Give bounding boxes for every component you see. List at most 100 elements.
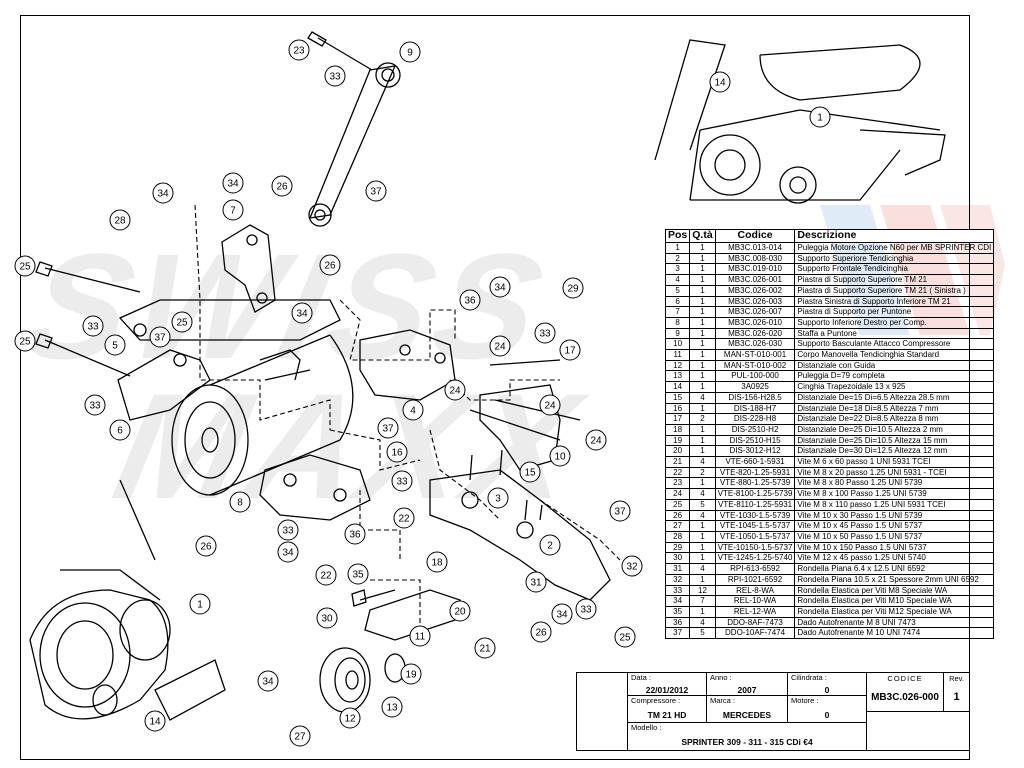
callout-circle — [229, 491, 251, 513]
tb-code-cell: CODICE MB3C.026-000 — [866, 672, 944, 712]
cell-codice: PUL-100-000 — [714, 370, 796, 383]
cell-codice: VTE-8110-1.25-5931 — [714, 498, 796, 511]
cell-descrizione: Dado Autofrenante M 8 UNI 7473 — [794, 616, 995, 629]
cell-pos: 9 — [664, 327, 691, 340]
callout-label: 2 — [547, 541, 553, 552]
cell-codice: VTE-10150-1.5-5737 — [714, 541, 796, 554]
callout-label: 34 — [227, 179, 239, 190]
cell-codice: 3A0925 — [714, 381, 796, 393]
cell-codice: MAN-ST-010-002 — [714, 359, 796, 372]
callout-17: 17 — [559, 339, 581, 361]
cell-descrizione: Distanziale con Guida — [794, 359, 995, 372]
callout-label: 8 — [237, 498, 243, 509]
callout-label: 5 — [112, 341, 118, 352]
callout-circle — [487, 487, 509, 509]
callout-circle — [109, 419, 131, 441]
tb-displacement-label: Cilindrata : — [791, 673, 827, 682]
cell-qta: 1 — [689, 316, 716, 329]
cell-qta: 1 — [689, 242, 716, 254]
cell-pos: 37 — [664, 627, 691, 640]
callout-circle — [474, 637, 496, 659]
cell-codice: MB3C.026-003 — [714, 295, 796, 308]
lower-support-8 — [259, 454, 371, 521]
callout-circle — [489, 335, 511, 357]
tb-brand-cell: Marca : MERCEDES — [706, 695, 788, 723]
callout-label: 29 — [567, 284, 579, 295]
callout-circle — [391, 470, 413, 492]
callout-label: 4 — [410, 406, 416, 417]
cell-descrizione: Rondella Piana 6.4 x 12.5 UNI 6592 — [794, 563, 995, 575]
callout-circle — [377, 417, 399, 439]
cell-qta: 1 — [689, 477, 716, 490]
cell-pos: 13 — [664, 370, 691, 383]
cell-codice: DIS-156-H28.5 — [714, 391, 796, 404]
callout-circle — [585, 429, 607, 451]
cell-descrizione: Supporto Frontale Tendicinghia — [794, 263, 995, 276]
callout-label: 34 — [157, 189, 169, 200]
cell-descrizione: Rondella Elastica per Viti M12 Speciale … — [794, 605, 995, 618]
callout-label: 24 — [494, 342, 506, 353]
tb-model-value: SPRINTER 309 - 311 - 315 CDi €4 — [681, 737, 813, 747]
tb-brand-value: MERCEDES — [722, 710, 772, 720]
engine-pulley — [29, 589, 169, 720]
cell-qta: 5 — [689, 627, 716, 640]
callout-label: 20 — [454, 607, 466, 618]
callout-circle — [144, 710, 166, 732]
callout-33: 33 — [82, 315, 104, 337]
cell-pos: 28 — [664, 530, 691, 543]
cell-codice: MAN-ST-010-001 — [714, 349, 796, 361]
callout-circle — [489, 276, 511, 298]
callout-6: 6 — [109, 419, 131, 441]
callout-label: 32 — [626, 562, 638, 573]
title-block: Data : 22/01/2012 Anno : 2007 Cilindrata… — [576, 672, 970, 751]
cell-qta: 1 — [689, 306, 716, 318]
callout-circle — [195, 535, 217, 557]
callout-circle — [271, 175, 293, 197]
callout-label: 19 — [405, 670, 417, 681]
cell-qta: 4 — [689, 563, 716, 575]
cell-qta: 1 — [689, 530, 716, 543]
callout-3: 3 — [487, 487, 509, 509]
cell-descrizione: Vite M 10 x 30 Passo 1.5 UNI 5739 — [794, 509, 995, 522]
callout-circle — [549, 445, 571, 467]
callout-label: 34 — [296, 309, 308, 320]
plate-lower — [117, 349, 211, 421]
cell-qta: 5 — [689, 498, 716, 511]
callout-35: 35 — [347, 563, 369, 585]
callout-22: 22 — [393, 507, 415, 529]
callout-circle — [347, 563, 369, 585]
callout-label: 34 — [262, 677, 274, 688]
cell-descrizione: Puleggia Motore Opzione N60 per MB SPRIN… — [794, 242, 995, 254]
cell-codice: MB3C.026-001 — [714, 274, 796, 286]
callout-label: 17 — [564, 346, 576, 357]
callout-label: 15 — [524, 468, 536, 479]
callout-label: 22 — [320, 571, 332, 582]
cell-codice: RPI-1021-6592 — [714, 573, 796, 586]
cell-pos: 23 — [664, 477, 691, 490]
callout-circle — [316, 607, 338, 629]
cell-pos: 15 — [664, 391, 691, 404]
cell-descrizione: Supporto Basculante Attacco Compressore — [794, 338, 995, 351]
cell-qta: 1 — [689, 349, 716, 361]
callout-circle — [222, 172, 244, 194]
callout-25: 25 — [14, 330, 36, 352]
callout-label: 14 — [714, 78, 726, 89]
callout-34: 34 — [222, 172, 244, 194]
cell-qta: 1 — [689, 274, 716, 286]
callout-37: 37 — [149, 326, 171, 348]
cell-pos: 32 — [664, 573, 691, 586]
cell-descrizione: Supporto Superiore Tendicinghia — [794, 252, 995, 265]
callout-circle — [171, 311, 193, 333]
cell-qta: 4 — [689, 509, 716, 522]
cell-codice: MB3C.026-020 — [714, 327, 796, 340]
cell-qta: 2 — [689, 413, 716, 425]
tb-brand-label: Marca : — [710, 696, 736, 705]
cell-descrizione: Distanziale De=18 Di=8.5 Altezza 7 mm — [794, 402, 995, 415]
